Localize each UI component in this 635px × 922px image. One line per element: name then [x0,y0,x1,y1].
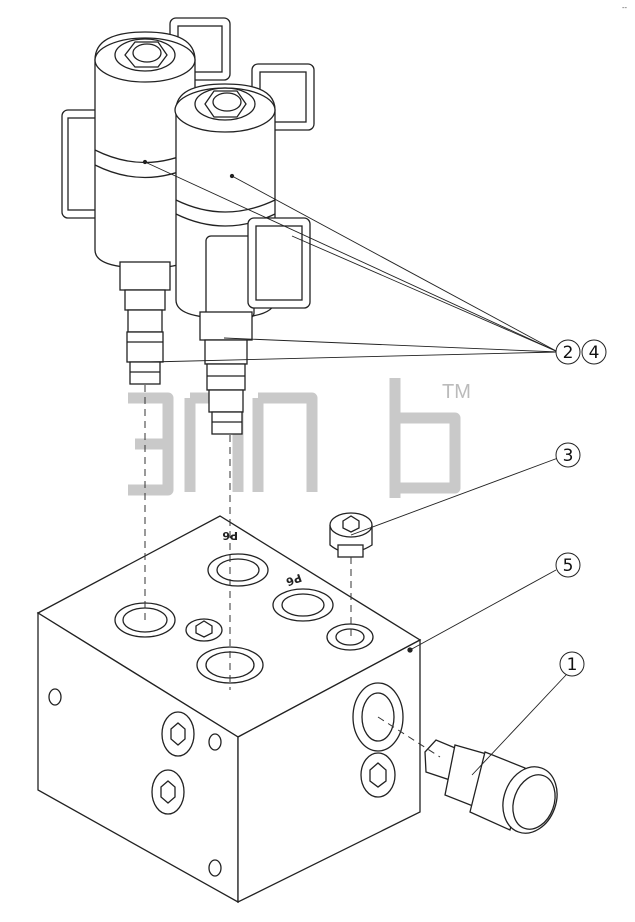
valve-block [36,515,422,904]
front-holes [48,688,222,877]
top-port-small [326,623,374,651]
top-port-p6-right [272,588,334,622]
stem-left [119,261,171,291]
connector-front-right [247,217,311,309]
top-plug [185,618,223,642]
corner-mark: -- [622,4,628,12]
callout-2: 2 [555,339,581,365]
callout-1-label: 1 [567,655,578,675]
callout-4: 4 [581,339,607,365]
cartridge-valve [424,739,558,834]
connector-side-right [205,235,255,319]
leader-lines [144,161,567,776]
stem-right [199,311,253,341]
watermark-tm: TM [442,381,471,403]
plug-screw [329,512,373,558]
watermark-logo [128,378,461,498]
callout-5-label: 5 [563,556,574,576]
callout-2-label: 2 [563,343,574,363]
block-side-face [237,638,421,904]
top-port-p6-left [207,553,269,587]
assembly-axes [144,385,441,758]
callout-3-label: 3 [563,446,574,466]
callout-1: 1 [559,651,585,677]
solenoid-valve-right [174,63,315,435]
callout-5: 5 [555,552,581,578]
callout-3: 3 [555,442,581,468]
callout-4-label: 4 [589,343,600,363]
port-label-p6-right: P6 [284,571,304,589]
solenoid-valve-left [61,17,231,385]
